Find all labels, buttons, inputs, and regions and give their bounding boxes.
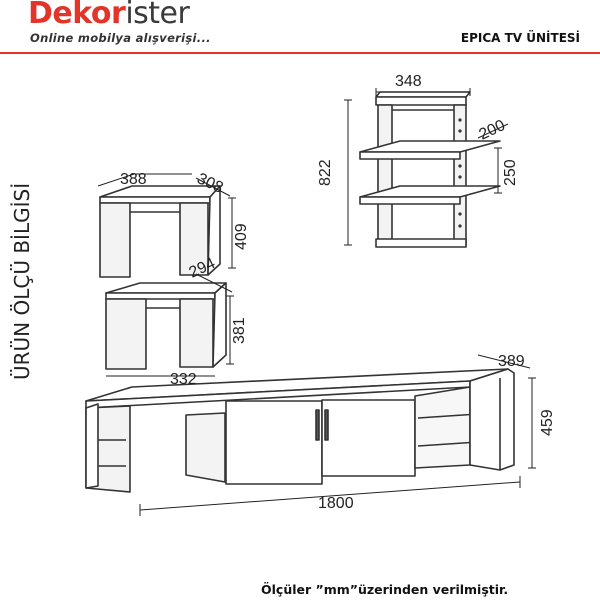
brand-logo-part2: ister [125,0,190,31]
tv-unit-depth-label: 389 [498,353,525,370]
units-note: Ölçüler ”mm”üzerinden verilmiştir. [261,582,509,597]
wall-shelf-width-label: 348 [395,73,422,90]
table-top-height-label: 409 [233,223,250,250]
wall-shelf-depth-label: 200 [477,117,508,144]
side-table-large [99,185,221,278]
brand-logo-part1: Dekor [28,0,126,31]
brand-tagline: Online mobilya alışverişi... [30,31,211,45]
tv-unit-height-label: 459 [539,409,556,436]
tv-unit-width-label: 1800 [318,495,354,512]
wall-shelf-height-label: 822 [317,159,334,186]
wall-shelf-drawing [359,91,501,248]
product-title: EPICA TV ÜNİTESİ [460,31,580,45]
brand-logo: Dekorister [28,0,190,31]
dimension-labels: 348 200 822 250 388 308 409 294 381 332 … [120,73,556,512]
wall-shelf-spacing-label: 250 [502,159,519,186]
tv-unit [85,368,515,493]
side-table-small [105,282,227,370]
table-bottom-width-label: 332 [170,371,197,388]
table-top-width-label: 388 [120,171,147,188]
header-divider [0,52,600,54]
dimension-lines [97,88,536,516]
table-bottom-height-label: 381 [231,317,248,344]
